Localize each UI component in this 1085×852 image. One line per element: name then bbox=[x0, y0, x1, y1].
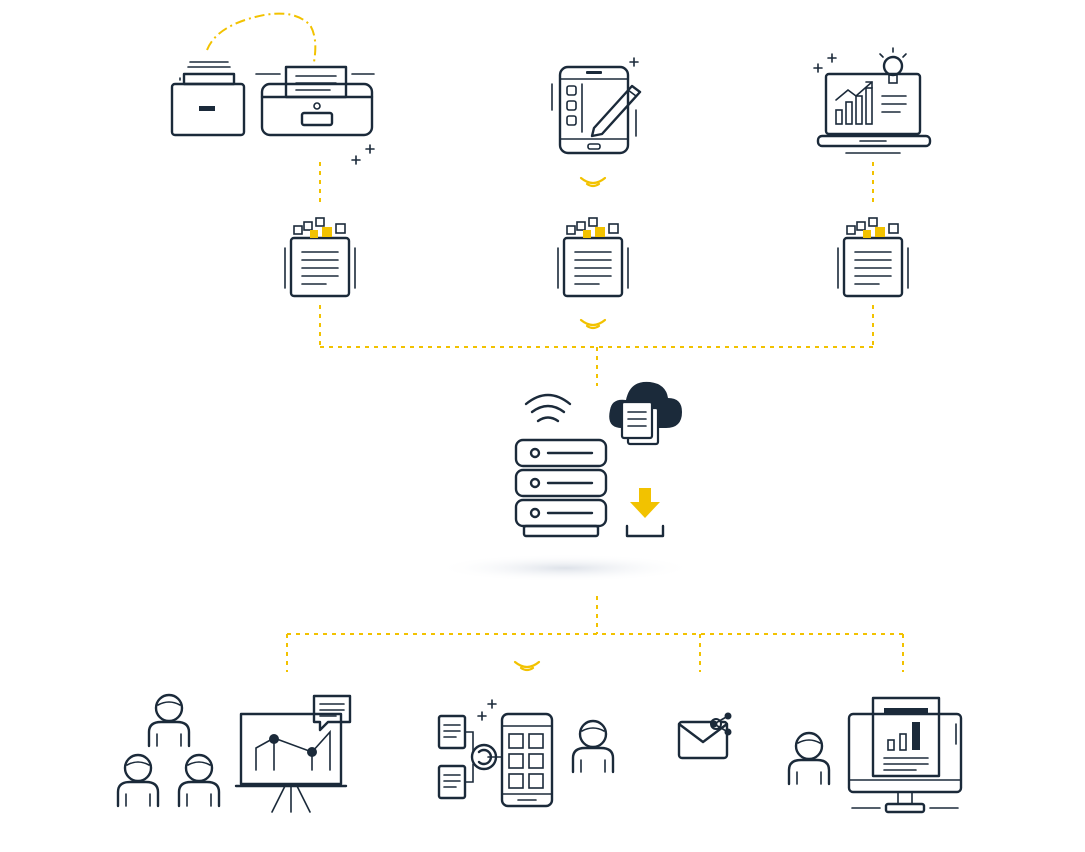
document-clipboard-icon bbox=[283, 216, 357, 298]
presentation-team-icon bbox=[116, 693, 352, 813]
server-rack-icon bbox=[514, 438, 608, 538]
email-share-icon bbox=[677, 712, 732, 760]
wifi-icon bbox=[524, 393, 572, 423]
file-cabinet-scanner-icon bbox=[170, 61, 375, 165]
tablet-stylus-icon bbox=[551, 57, 642, 155]
document-clipboard-icon bbox=[556, 216, 630, 298]
laptop-chart-idea-icon bbox=[813, 47, 932, 154]
cloud-document-icon bbox=[609, 381, 682, 446]
wifi-icon bbox=[579, 176, 607, 188]
monitor-report-user-icon bbox=[787, 696, 963, 814]
document-clipboard-icon bbox=[836, 216, 910, 298]
hub-shadow bbox=[435, 554, 695, 582]
mobile-app-workflow-icon bbox=[437, 660, 615, 808]
download-icon bbox=[625, 488, 665, 538]
wifi-icon bbox=[579, 318, 607, 330]
connector-lines bbox=[206, 12, 904, 672]
